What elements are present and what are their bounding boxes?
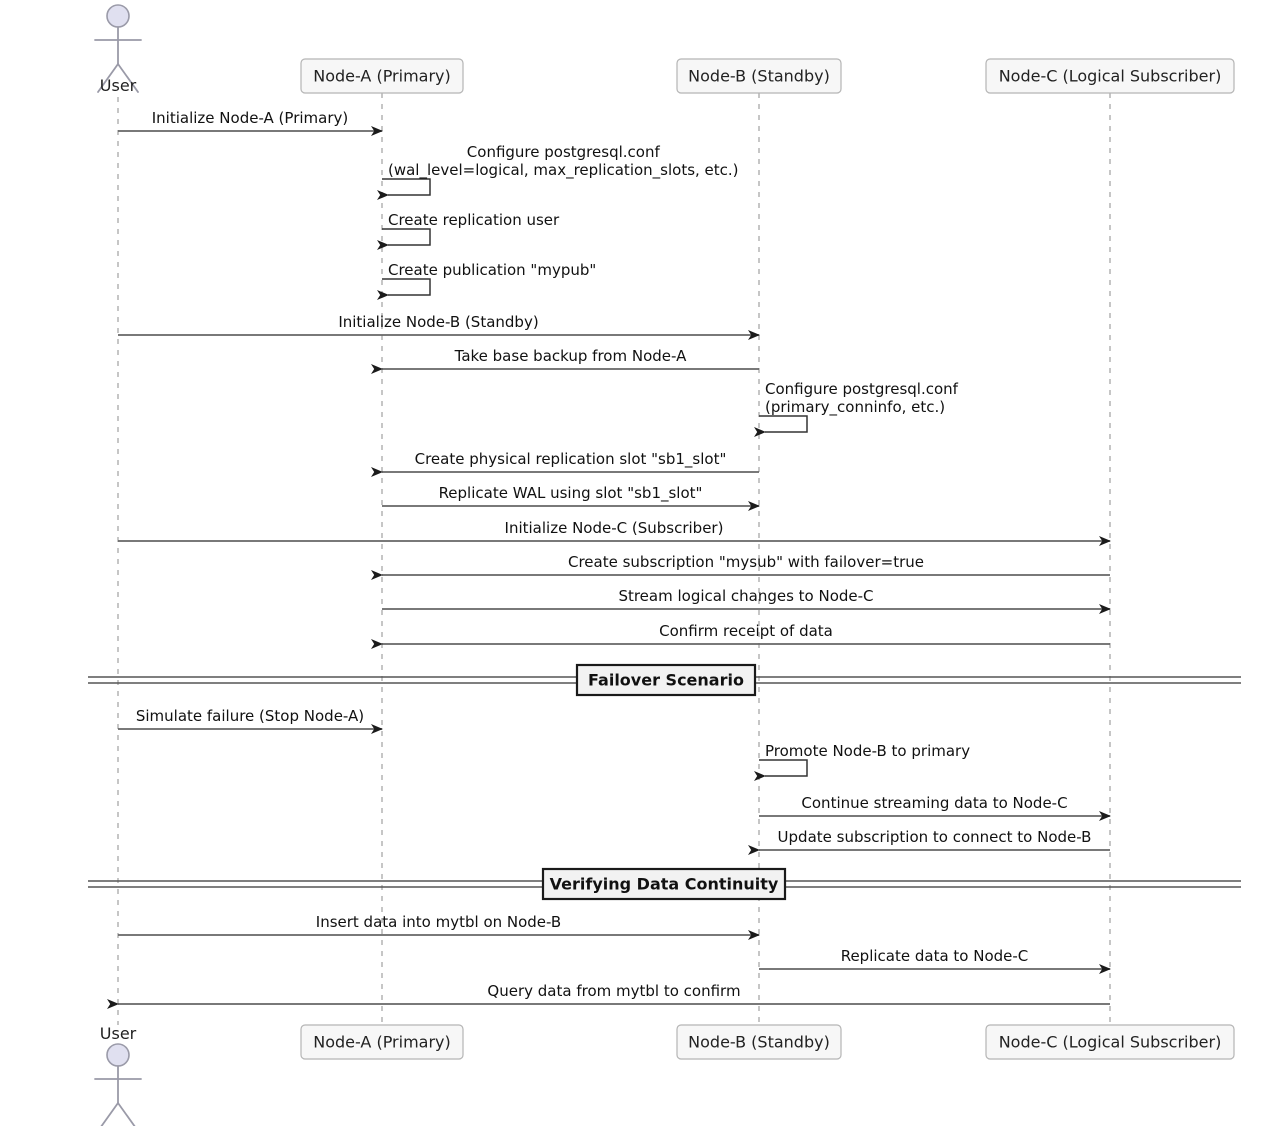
actor-leg-left xyxy=(100,1102,119,1126)
actor-user-header[interactable]: User xyxy=(94,4,142,95)
message-self-path xyxy=(377,278,431,300)
message-m1[interactable]: Initialize Node-A (Primary) xyxy=(118,109,383,136)
participant-box xyxy=(985,1024,1235,1060)
message-m10[interactable]: Initialize Node-C (Subscriber) xyxy=(118,519,1111,546)
actor-leg-right xyxy=(117,1102,136,1126)
participant-nodec-footer[interactable]: Node-C (Logical Subscriber) xyxy=(985,1024,1235,1060)
actor-head-icon xyxy=(106,1043,130,1067)
actor-leg-left xyxy=(97,63,119,93)
message-m20[interactable]: Query data from mytbl to confirm xyxy=(107,982,1110,1009)
message-label: Initialize Node-B (Standby) xyxy=(338,313,538,331)
message-label: Replicate WAL using slot "sb1_slot" xyxy=(439,484,703,503)
participant-box xyxy=(676,58,842,94)
actor-label-user: User xyxy=(100,76,137,95)
message-m19[interactable]: Replicate data to Node-C xyxy=(759,947,1111,974)
message-label: Take base backup from Node-A xyxy=(454,347,687,365)
participant-label: Node-C (Logical Subscriber) xyxy=(999,67,1222,86)
message-m3[interactable]: Create replication user xyxy=(377,211,560,250)
actor-leg-right xyxy=(117,63,139,93)
message-label: Stream logical changes to Node-C xyxy=(618,587,873,605)
participant-nodea-footer[interactable]: Node-A (Primary) xyxy=(300,1024,464,1060)
divider-box xyxy=(575,663,757,697)
message-label: Initialize Node-C (Subscriber) xyxy=(505,519,724,537)
message-self-path xyxy=(377,178,431,200)
actor-label-user: User xyxy=(100,1024,137,1043)
divider-box xyxy=(541,867,787,901)
message-self-path xyxy=(377,228,431,250)
message-m14[interactable]: Simulate failure (Stop Node-A) xyxy=(118,707,383,734)
participant-nodeb-header[interactable]: Node-B (Standby) xyxy=(676,58,842,94)
message-label-line2: (primary_conninfo, etc.) xyxy=(765,398,945,417)
message-label: Promote Node-B to primary xyxy=(765,742,970,760)
message-self-path xyxy=(754,415,808,437)
message-label: Create physical replication slot "sb1_sl… xyxy=(415,450,727,469)
message-m6[interactable]: Take base backup from Node-A xyxy=(371,347,759,374)
message-m11[interactable]: Create subscription "mysub" with failove… xyxy=(371,553,1110,580)
message-label: Create publication "mypub" xyxy=(388,261,596,279)
message-label: Configure postgresql.conf xyxy=(467,143,661,161)
message-label: Confirm receipt of data xyxy=(659,622,833,640)
participant-box xyxy=(300,58,464,94)
message-m17[interactable]: Update subscription to connect to Node-B xyxy=(748,828,1110,855)
message-m16[interactable]: Continue streaming data to Node-C xyxy=(759,794,1111,821)
message-label: Simulate failure (Stop Node-A) xyxy=(136,707,364,725)
participant-box xyxy=(676,1024,842,1060)
actor-head-icon xyxy=(106,4,130,28)
divider-label: Failover Scenario xyxy=(588,671,744,690)
message-label: Continue streaming data to Node-C xyxy=(801,794,1067,812)
participant-label: Node-A (Primary) xyxy=(313,67,451,86)
message-m5[interactable]: Initialize Node-B (Standby) xyxy=(118,313,760,340)
participant-box xyxy=(985,58,1235,94)
message-m18[interactable]: Insert data into mytbl on Node-B xyxy=(118,913,760,940)
participant-nodea-header[interactable]: Node-A (Primary) xyxy=(300,58,464,94)
divider-d1: Failover Scenario xyxy=(88,663,1241,697)
participant-label: Node-C (Logical Subscriber) xyxy=(999,1033,1222,1052)
participant-label: Node-B (Standby) xyxy=(688,67,830,86)
message-label: Create subscription "mysub" with failove… xyxy=(568,553,924,571)
message-m8[interactable]: Create physical replication slot "sb1_sl… xyxy=(371,450,759,477)
participant-nodeb-footer[interactable]: Node-B (Standby) xyxy=(676,1024,842,1060)
message-self-path xyxy=(754,759,808,781)
divider-label: Verifying Data Continuity xyxy=(550,875,779,894)
message-label: Replicate data to Node-C xyxy=(841,947,1029,965)
message-label: Update subscription to connect to Node-B xyxy=(778,828,1092,846)
message-label-line2: (wal_level=logical, max_replication_slot… xyxy=(388,161,739,180)
message-m7[interactable]: Configure postgresql.conf(primary_connin… xyxy=(754,380,959,437)
actor-user-footer[interactable]: User xyxy=(94,1024,142,1126)
participant-nodec-header[interactable]: Node-C (Logical Subscriber) xyxy=(985,58,1235,94)
message-m13[interactable]: Confirm receipt of data xyxy=(371,622,1110,649)
message-label: Query data from mytbl to confirm xyxy=(487,982,740,1000)
message-m12[interactable]: Stream logical changes to Node-C xyxy=(382,587,1111,614)
divider-d2: Verifying Data Continuity xyxy=(88,867,1241,901)
message-label: Create replication user xyxy=(388,211,560,229)
message-m9[interactable]: Replicate WAL using slot "sb1_slot" xyxy=(382,484,760,511)
message-label: Configure postgresql.conf xyxy=(765,380,959,398)
messages-layer: Initialize Node-A (Primary) Configure pos… xyxy=(107,109,1111,1009)
message-label: Initialize Node-A (Primary) xyxy=(152,109,348,127)
message-label: Insert data into mytbl on Node-B xyxy=(316,913,561,931)
participant-box xyxy=(300,1024,464,1060)
message-m15[interactable]: Promote Node-B to primary xyxy=(754,742,970,781)
participant-label: Node-B (Standby) xyxy=(688,1033,830,1052)
message-m4[interactable]: Create publication "mypub" xyxy=(377,261,596,300)
participant-label: Node-A (Primary) xyxy=(313,1033,451,1052)
message-m2[interactable]: Configure postgresql.conf(wal_level=logi… xyxy=(377,143,739,200)
